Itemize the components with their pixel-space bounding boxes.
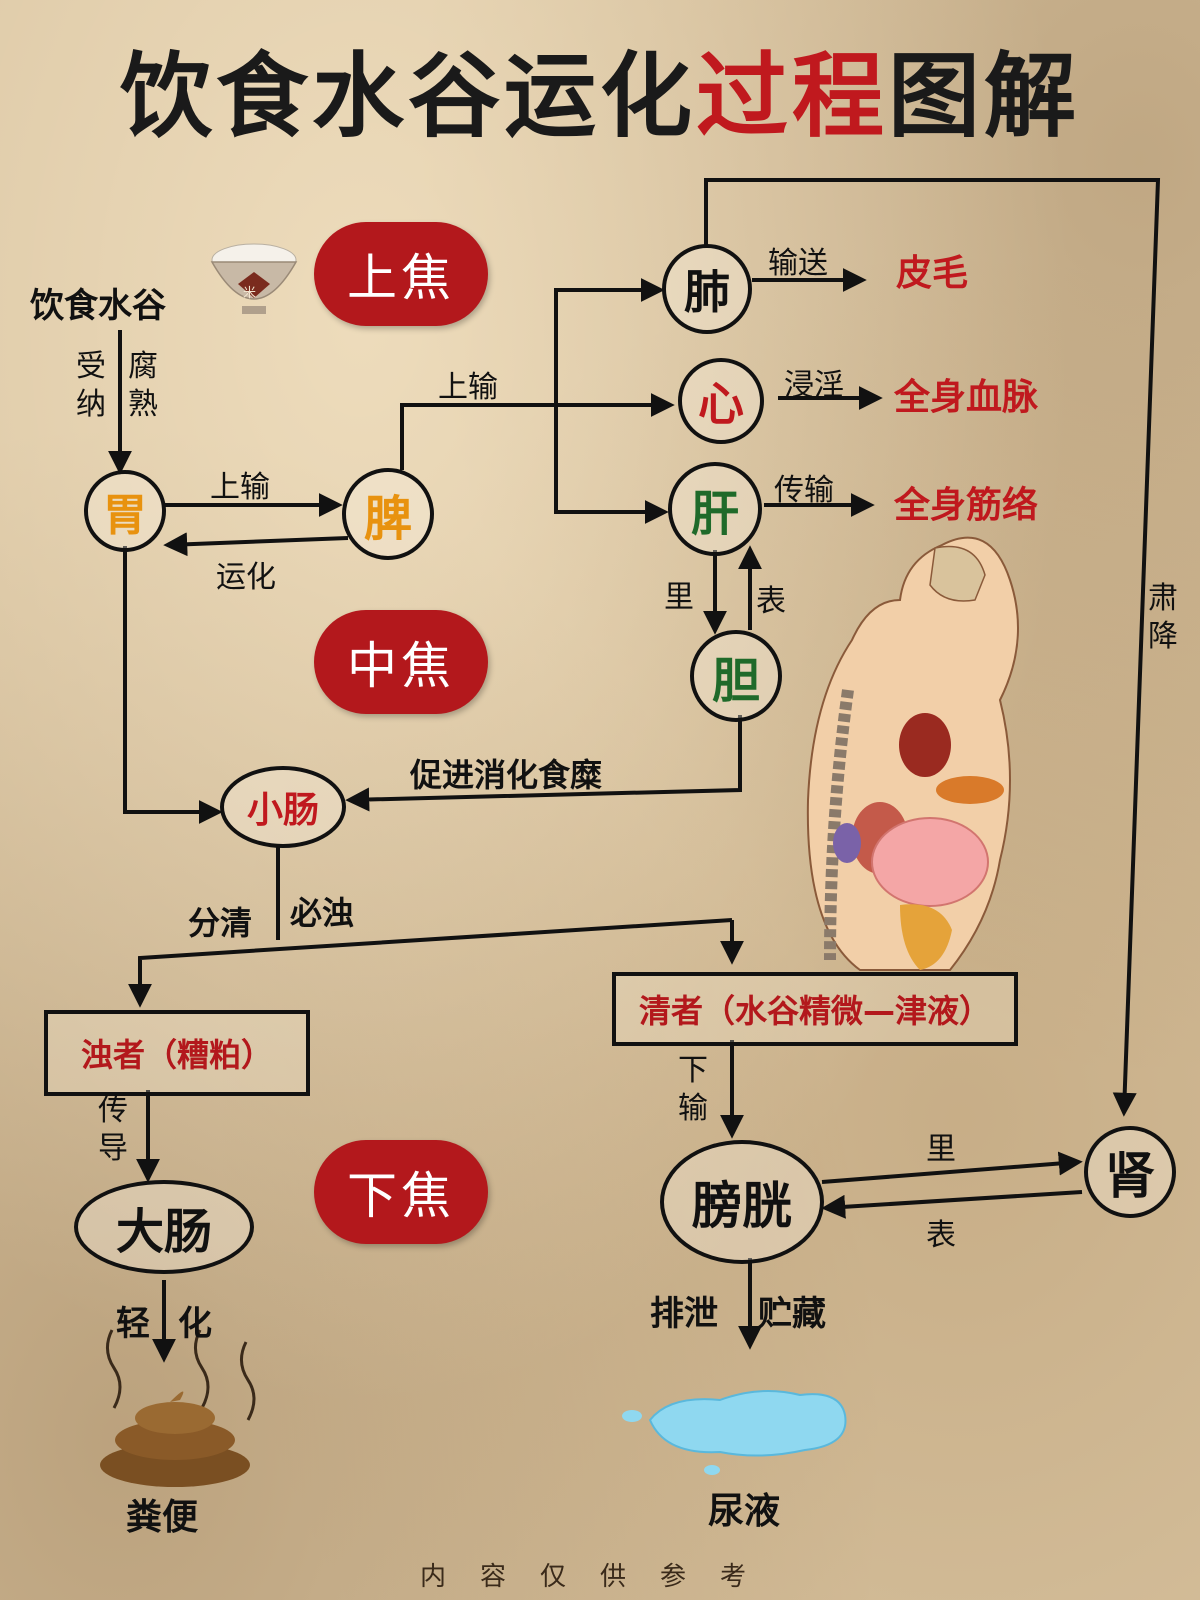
label-kidney-bladder: 表 [926,1218,956,1253]
feces-icon [100,1391,250,1487]
label-li-out-left: 轻 [116,1304,150,1344]
arrow-kidney-bladder [821,1190,1083,1219]
label-bladder-kidney: 里 [926,1132,956,1167]
organ-spleen: 脾 [342,468,434,560]
title-part1: 饮食水谷运化 [119,43,696,150]
organ-large-intestine: 大肠 [74,1180,254,1274]
arrow-stomach-si [123,546,223,824]
label-lung-kidney: 肃降 [1148,581,1178,654]
title-highlight: 过程 [695,43,888,150]
label-li-out-right: 化 [178,1304,212,1344]
output-urine: 尿液 [708,1491,781,1532]
target-skin: 皮毛 [896,253,969,294]
organ-small-intestine: 小肠 [220,766,346,848]
arrow-spleen-heart [400,393,675,470]
urine-puddle-icon [622,1390,847,1475]
label-receive: 受纳 [76,349,106,422]
label-lung-out: 输送 [768,246,828,281]
rice-char: 米 [243,286,257,301]
organ-gallbladder: 胆 [690,630,782,722]
arrow-bladder-kidney [821,1151,1083,1184]
label-split-left: 分清 [188,904,253,942]
human-body-illustration [806,536,1019,971]
arrow-branch-lung [554,278,665,402]
label-clear-bladder: 下输 [678,1053,708,1126]
label-split-right: 必浊 [290,894,355,932]
page-title: 饮食水谷运化过程图解 [0,22,1200,155]
organ-lung: 肺 [662,244,752,334]
rice-bowl-icon [210,243,298,314]
organ-heart: 心 [678,358,764,444]
label-liver-out: 传输 [774,473,834,508]
label-ripen: 腐熟 [128,349,158,422]
middle-burner-badge: 中焦 [314,610,488,714]
arrow-lung-kidney [704,178,1161,1117]
arrow-split-turbid [128,918,733,1008]
label-liver-gall: 里 [664,580,694,615]
arrow-branch-liver [554,402,669,524]
box-turbid: 浊者（糟粕） [44,1010,310,1096]
label-gall-liver: 表 [756,584,786,619]
label-gall-si: 促进消化食糜 [410,756,603,794]
target-blood: 全身血脉 [894,377,1039,418]
label-spleen-up: 上输 [438,370,498,405]
box-clear: 清者（水谷精微—津液） [612,972,1018,1046]
footer-disclaimer: 内容仅供参考 [419,1562,780,1592]
label-spleen-stomach: 运化 [216,560,276,595]
output-feces: 粪便 [126,1497,199,1538]
arrow-spleen-stomach [163,532,349,557]
intake-label: 饮食水谷 [30,286,166,326]
organ-bladder: 膀胱 [660,1140,824,1264]
steam-icon [106,1329,256,1421]
arrow-gall-si [345,715,742,812]
label-heart-out: 浸淫 [784,368,844,403]
lower-burner-badge: 下焦 [314,1140,488,1244]
label-bladder-out-right: 贮藏 [758,1294,826,1334]
target-sinew: 全身筋络 [894,485,1039,526]
organ-kidney: 肾 [1084,1126,1176,1218]
organ-liver: 肝 [668,462,762,556]
label-bladder-out-left: 排泄 [650,1294,718,1334]
organ-stomach: 胃 [84,470,166,552]
label-stomach-spleen: 上输 [210,470,270,505]
label-turbid-li: 传导 [98,1093,128,1166]
upper-burner-badge: 上焦 [314,222,488,326]
title-part3: 图解 [888,43,1081,150]
